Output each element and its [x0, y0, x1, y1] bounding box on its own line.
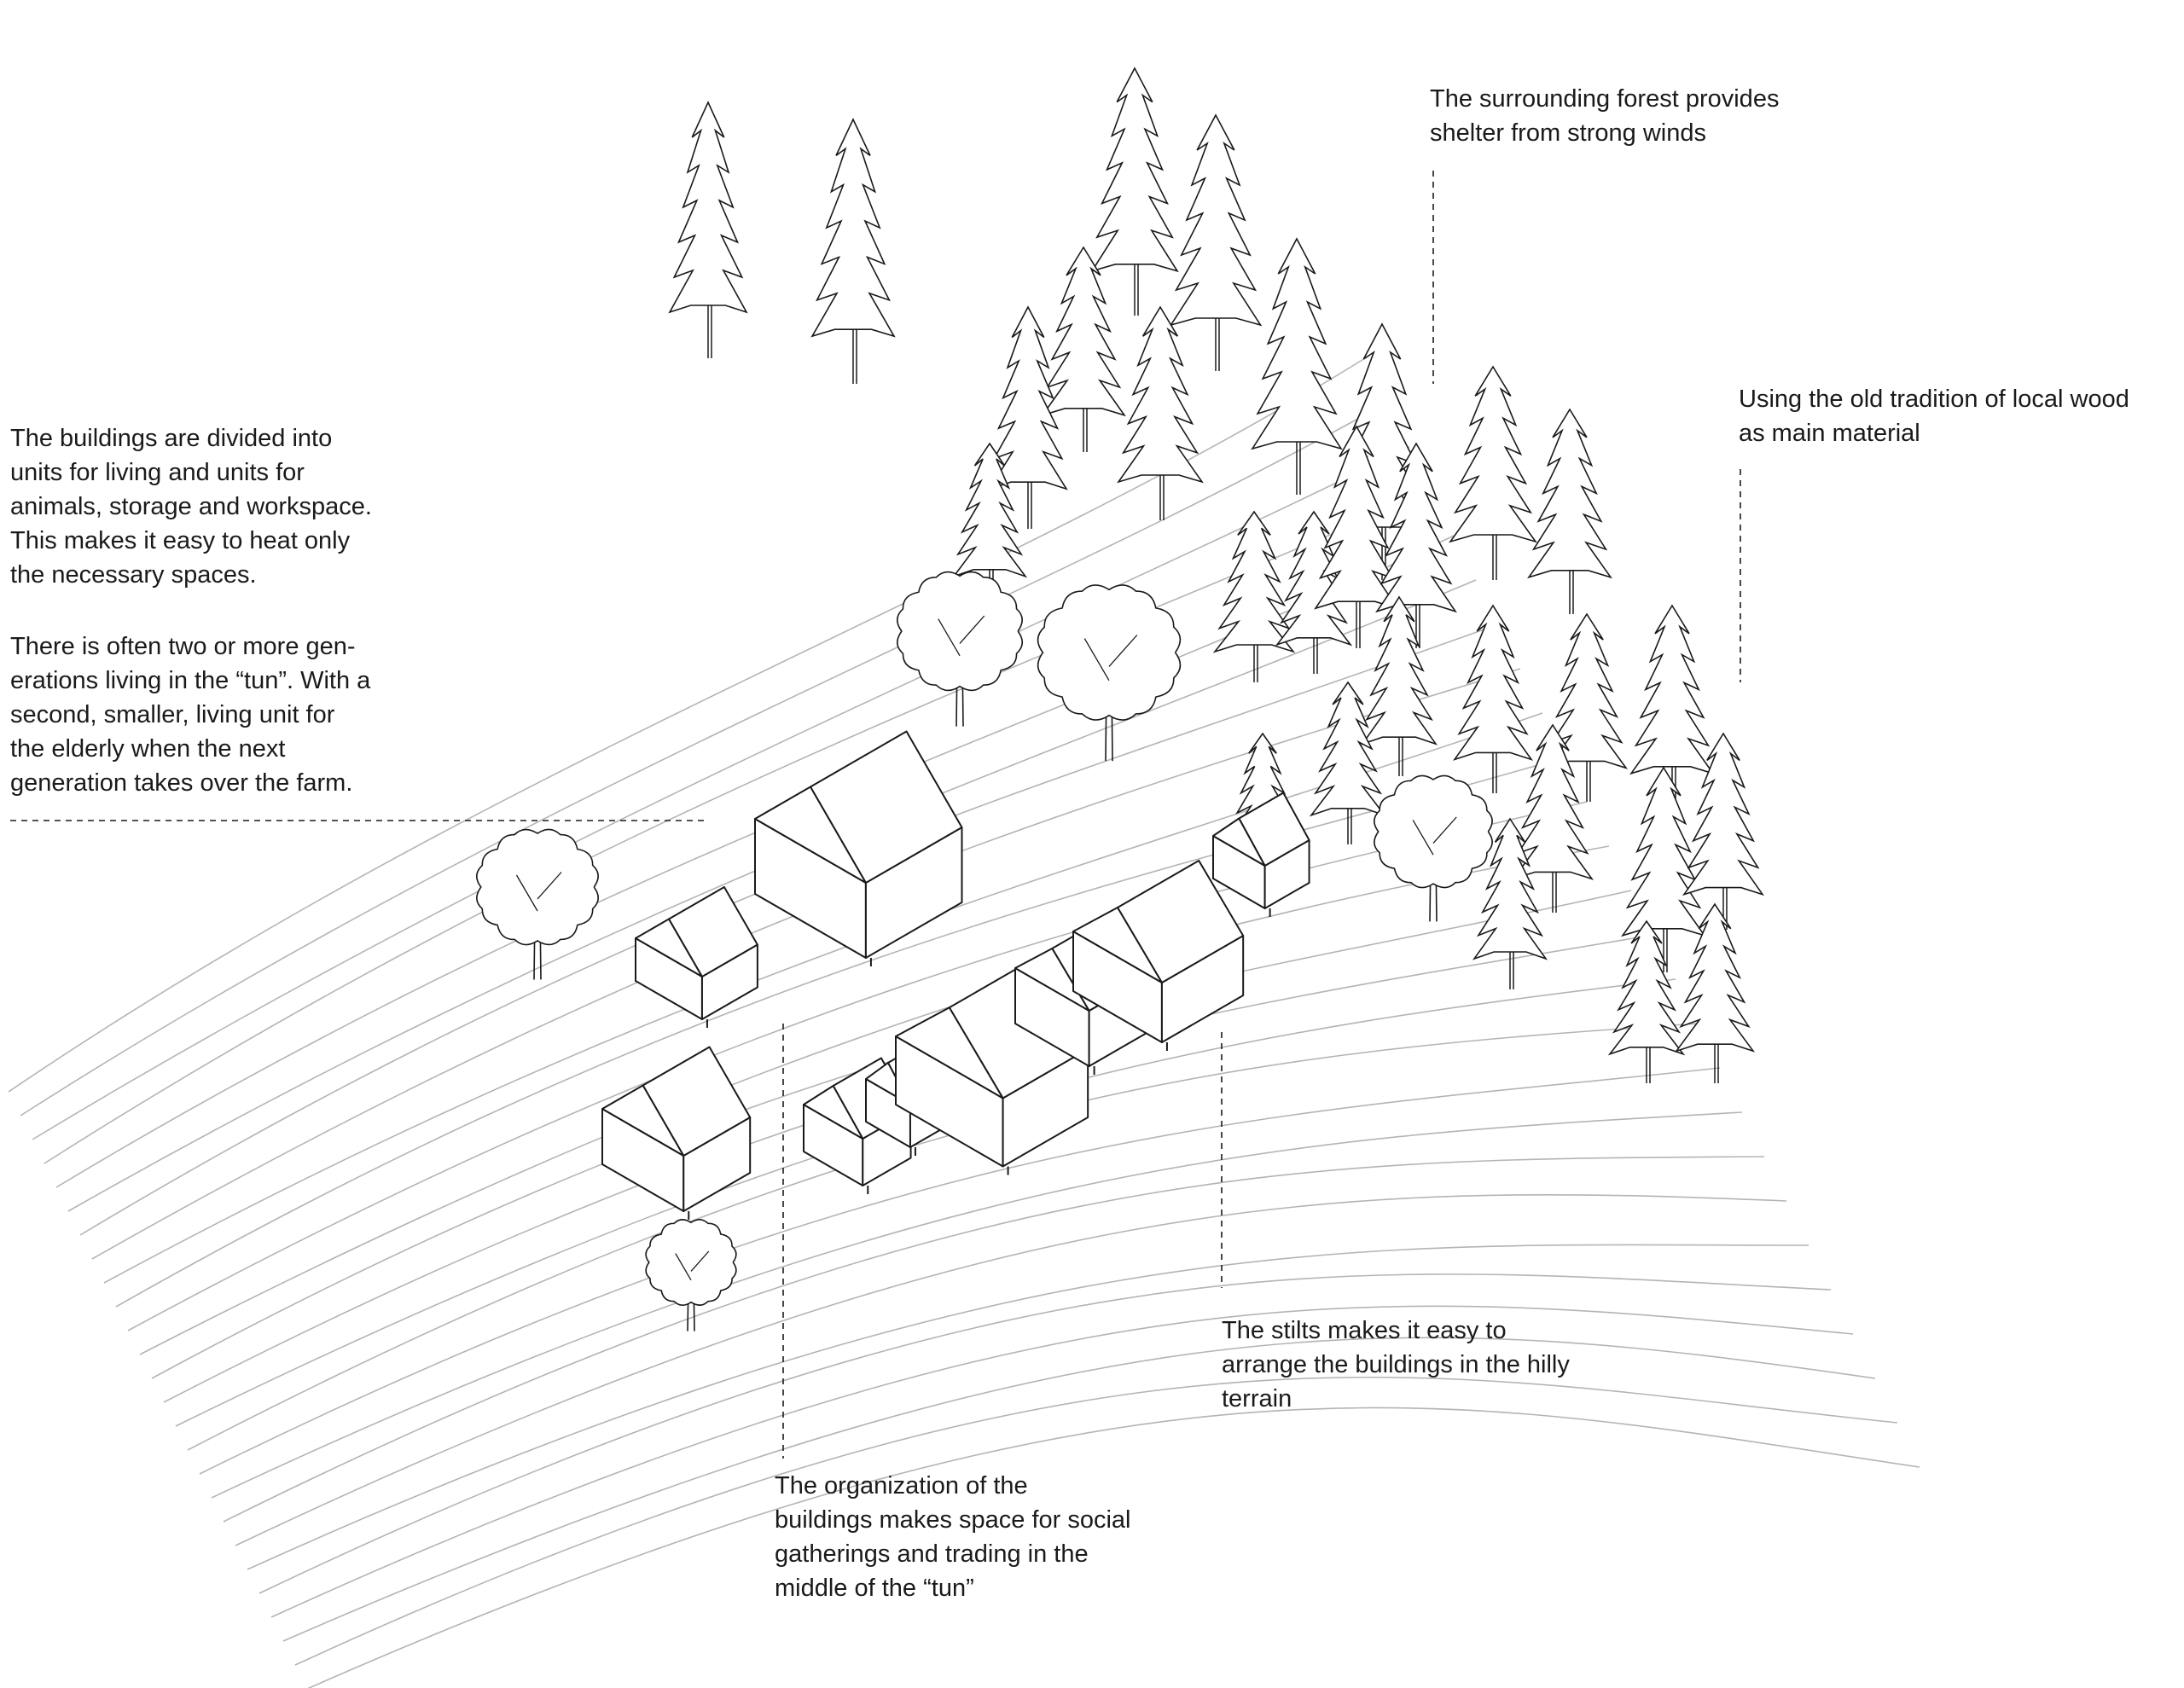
contour-line — [282, 1337, 1876, 1642]
deciduous-tree-icon — [1374, 774, 1493, 922]
contour-line — [247, 1244, 1809, 1570]
conifer-tree-icon — [1629, 604, 1716, 810]
conifer-tree-icon — [1040, 246, 1127, 452]
conifer-tree-icon — [1375, 442, 1457, 648]
gable-house-icon — [601, 1046, 752, 1220]
farm-buildings — [601, 730, 1310, 1220]
conifer-tree-icon — [1526, 408, 1613, 614]
contour-line — [223, 1156, 1765, 1523]
contour-line — [294, 1376, 1898, 1666]
contour-line — [44, 490, 1432, 1164]
conifer-tree-icon — [1449, 365, 1537, 580]
conifer-tree-icon — [1251, 237, 1343, 495]
contour-line — [199, 1067, 1721, 1475]
conifer-tree-icon — [1117, 305, 1204, 520]
gable-house-icon — [754, 730, 963, 966]
contour-line — [307, 1407, 1920, 1688]
conifer-tree-icon — [1090, 67, 1179, 316]
annotation-building-units: The buildings are divided into units for… — [10, 425, 372, 589]
contour-line — [211, 1111, 1743, 1499]
annotation-forest: The surrounding forest provides shelter … — [1430, 85, 1780, 147]
conifer-tree-icon — [1472, 817, 1548, 989]
conifer-tree-icon — [1275, 510, 1353, 674]
contour-line — [32, 446, 1410, 1140]
leader-lines — [10, 171, 1741, 1459]
annotation-generations: There is often two or more gen- erations… — [10, 633, 371, 797]
conifer-tree-icon — [1511, 723, 1594, 913]
deciduous-tree-icon — [896, 571, 1024, 727]
conifer-tree-icon — [1212, 510, 1296, 682]
conifer-tree-icon — [1452, 604, 1534, 793]
conifer-tree-icon — [1674, 902, 1756, 1083]
annotation-organization: The organization of the buildings makes … — [775, 1472, 1131, 1602]
conifer-tree-icon — [1620, 766, 1707, 972]
contour-line — [270, 1305, 1854, 1618]
conifer-tree-icon — [1314, 425, 1399, 648]
contour-line — [20, 402, 1388, 1117]
conifer-tree-icon — [988, 305, 1068, 529]
deciduous-tree-icon — [645, 1219, 737, 1331]
conifer-tree-icon — [1309, 681, 1387, 844]
gable-house-icon — [1212, 792, 1310, 917]
deciduous-tree-icon — [476, 828, 599, 980]
annotation-local-wood: Using the old tradition of local wood as… — [1739, 386, 2129, 447]
deciduous-trees — [476, 571, 1493, 1331]
gable-house-icon — [635, 886, 758, 1028]
contour-line — [235, 1193, 1787, 1546]
conifer-tree-icon — [1169, 113, 1263, 371]
gable-house-icon — [1072, 860, 1245, 1051]
conifer-tree-icon — [1360, 595, 1438, 776]
conifer-tree-icon — [1607, 919, 1686, 1083]
conifer-tree-icon — [668, 101, 748, 358]
deciduous-tree-icon — [1037, 584, 1182, 762]
contour-line — [258, 1273, 1832, 1594]
conifer-tree-icon — [1545, 612, 1629, 802]
conifer-tree-icon — [810, 118, 896, 384]
annotation-stilts: The stilts makes it easy to arrange the … — [1222, 1317, 1570, 1412]
